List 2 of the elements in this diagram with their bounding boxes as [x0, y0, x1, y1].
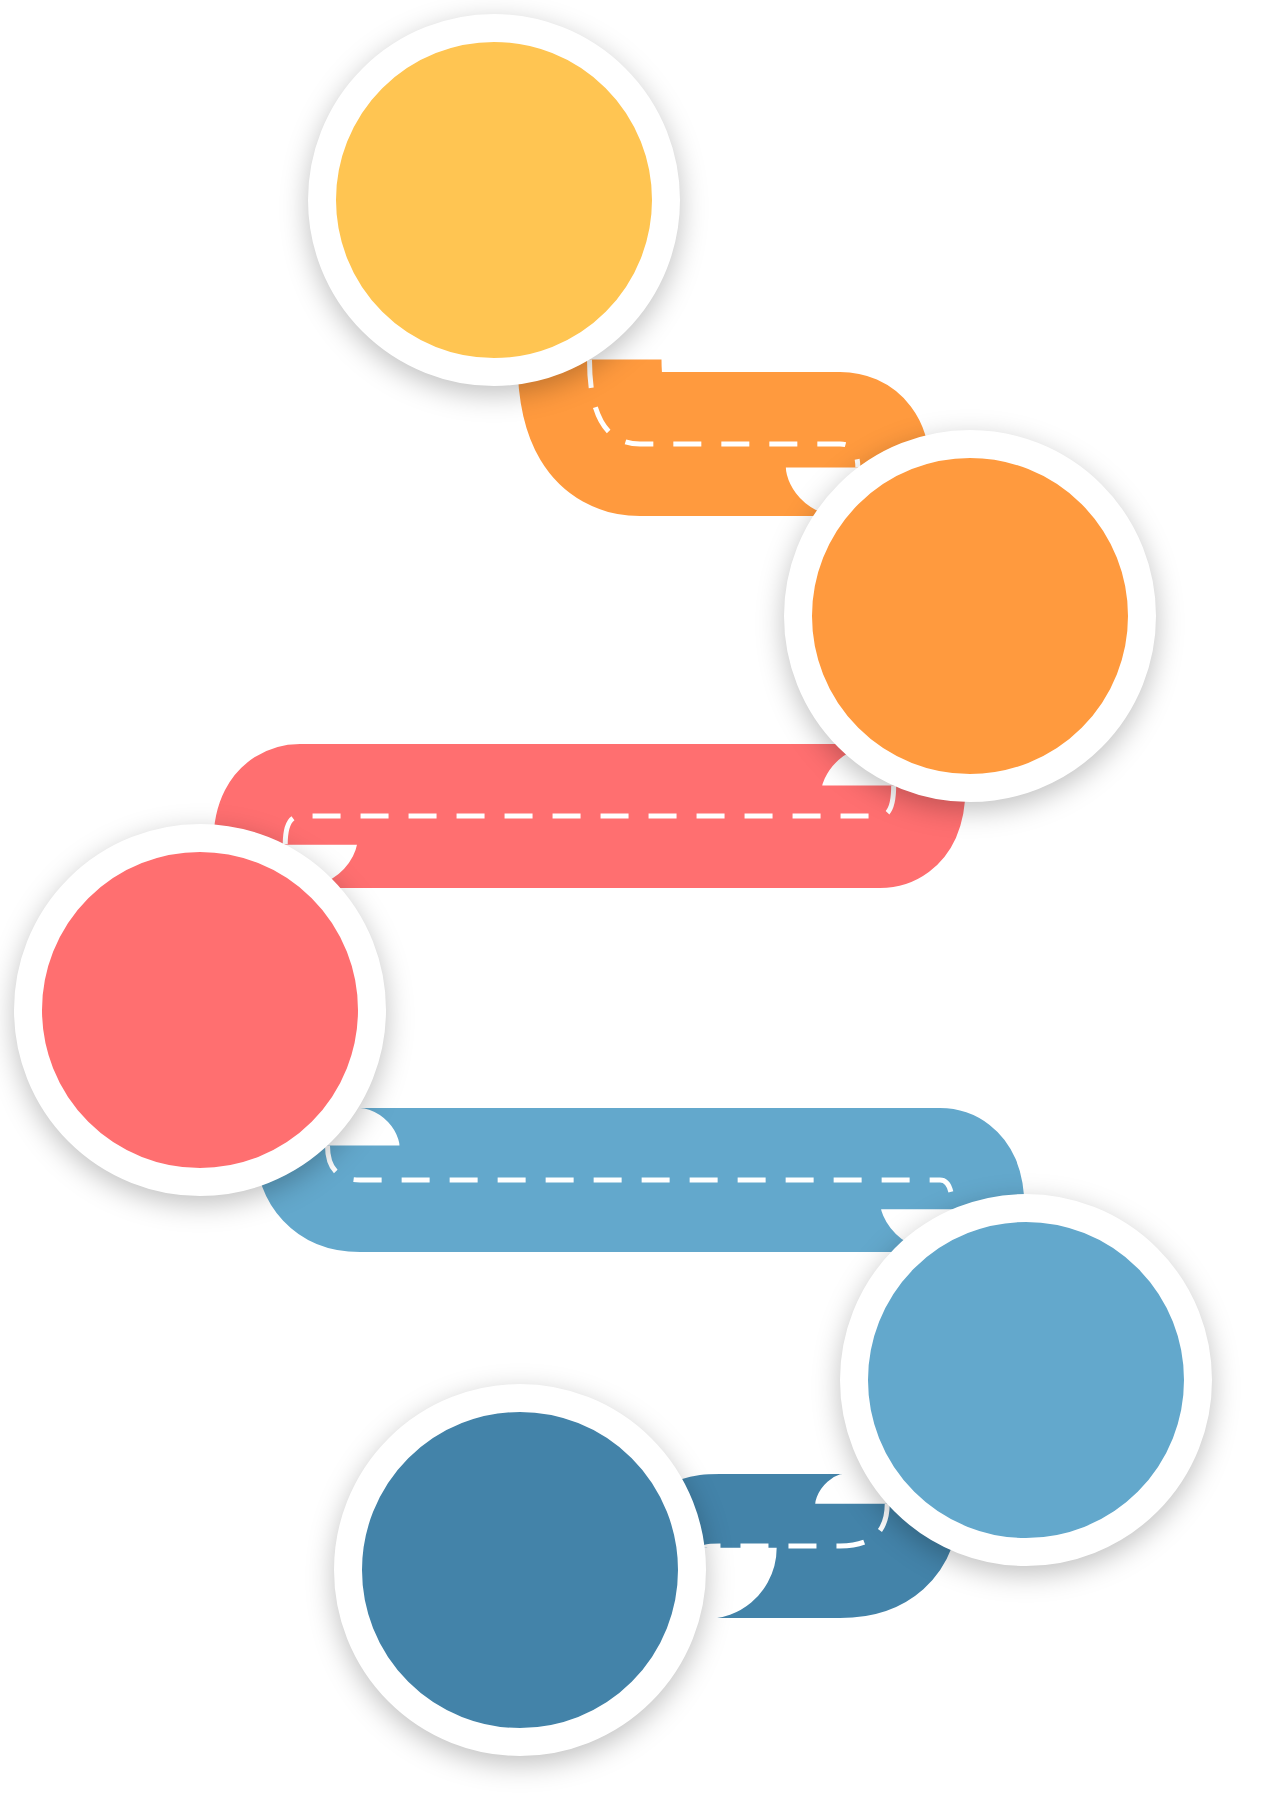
road-band	[517, 357, 930, 517]
road-band	[213, 743, 966, 889]
